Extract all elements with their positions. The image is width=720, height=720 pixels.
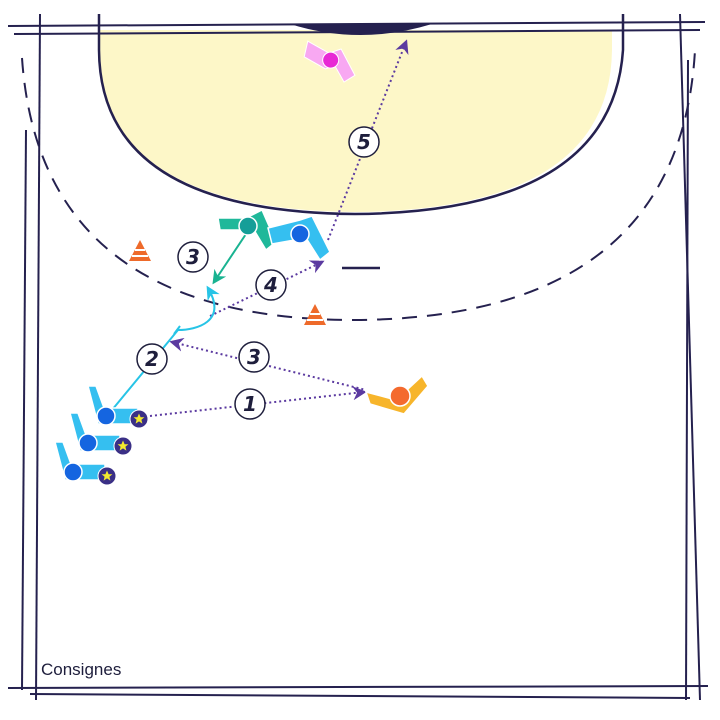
- step-label-3-run: 3: [177, 241, 209, 273]
- goal-area-line: [97, 14, 625, 216]
- pass-arrow-1: [149, 386, 367, 417]
- step-label-3-pass: 3: [238, 341, 270, 373]
- step-number: 4: [263, 273, 278, 297]
- defender: [364, 374, 429, 415]
- pivot-player: [217, 208, 277, 252]
- pass-arrow-4: [209, 260, 325, 317]
- step-label-4: 4: [255, 269, 287, 301]
- court-outline: [7, 13, 709, 701]
- step-number: 1: [243, 392, 257, 416]
- cone-icon: [129, 240, 151, 261]
- ball-icon: [129, 409, 149, 429]
- consignes-caption: Consignes: [41, 660, 122, 679]
- attacker-queue-3: [54, 441, 106, 482]
- cone-icon: [304, 304, 326, 325]
- step-label-5: 5: [348, 126, 380, 158]
- attacker-right: [267, 215, 331, 262]
- goal-area: [100, 30, 612, 212]
- run-arrow-2: [111, 285, 220, 411]
- step-label-2: 2: [136, 343, 168, 375]
- run-arrow-2-tick: [173, 325, 181, 335]
- step-number: 2: [145, 347, 159, 371]
- attacker-queue-2: [69, 412, 121, 453]
- free-throw-line: [21, 49, 696, 322]
- pass-arrow-3: [169, 337, 367, 391]
- goalkeeper: [303, 40, 356, 83]
- step-number: 3: [247, 345, 261, 369]
- step-number: 3: [186, 245, 200, 269]
- step-number: 5: [357, 130, 371, 154]
- step-label-1: 1: [234, 388, 266, 420]
- attacker-queue-1: [87, 385, 139, 426]
- ball-icon: [97, 466, 117, 486]
- run-arrow-pivot: [212, 227, 251, 285]
- ball-icon: [113, 436, 133, 456]
